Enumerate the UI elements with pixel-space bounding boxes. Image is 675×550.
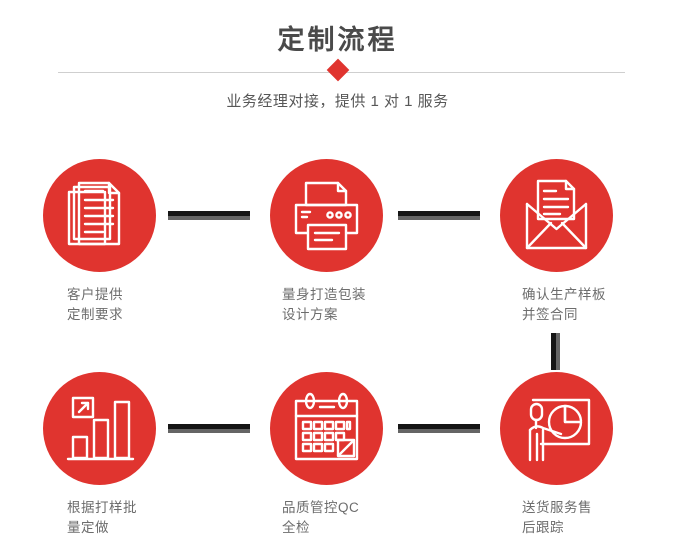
connector-step3-step6 xyxy=(551,333,560,370)
flow-step-4-label: 根据打样批 量定做 xyxy=(67,500,137,535)
flow-step-1-label: 客户提供 定制要求 xyxy=(67,287,123,322)
flow-step-6-label: 送货服务售 后跟踪 xyxy=(522,500,592,535)
flow-step-3-label: 确认生产样板 并签合同 xyxy=(522,287,606,322)
page-header: 定制流程 业务经理对接，提供 1 对 1 服务 xyxy=(0,0,675,130)
calendar-check-icon xyxy=(270,372,383,485)
connector-step2-step3 xyxy=(398,211,480,220)
presenter-piechart-icon xyxy=(500,372,613,485)
connector-step5-step6 xyxy=(398,424,480,433)
envelope-document-icon xyxy=(500,159,613,272)
documents-stack-icon xyxy=(43,159,156,272)
connector-step4-step5 xyxy=(168,424,250,433)
page-title: 定制流程 xyxy=(277,25,398,55)
printer-icon xyxy=(270,159,383,272)
page-subtitle: 业务经理对接，提供 1 对 1 服务 xyxy=(226,93,449,110)
connector-step1-step2 xyxy=(168,211,250,220)
flow-step-5-label: 品质管控QC 全检 xyxy=(282,500,360,535)
flow-step-2-label: 量身打造包装 设计方案 xyxy=(282,287,366,322)
title-divider xyxy=(58,58,625,82)
bar-chart-growth-icon xyxy=(43,372,156,485)
